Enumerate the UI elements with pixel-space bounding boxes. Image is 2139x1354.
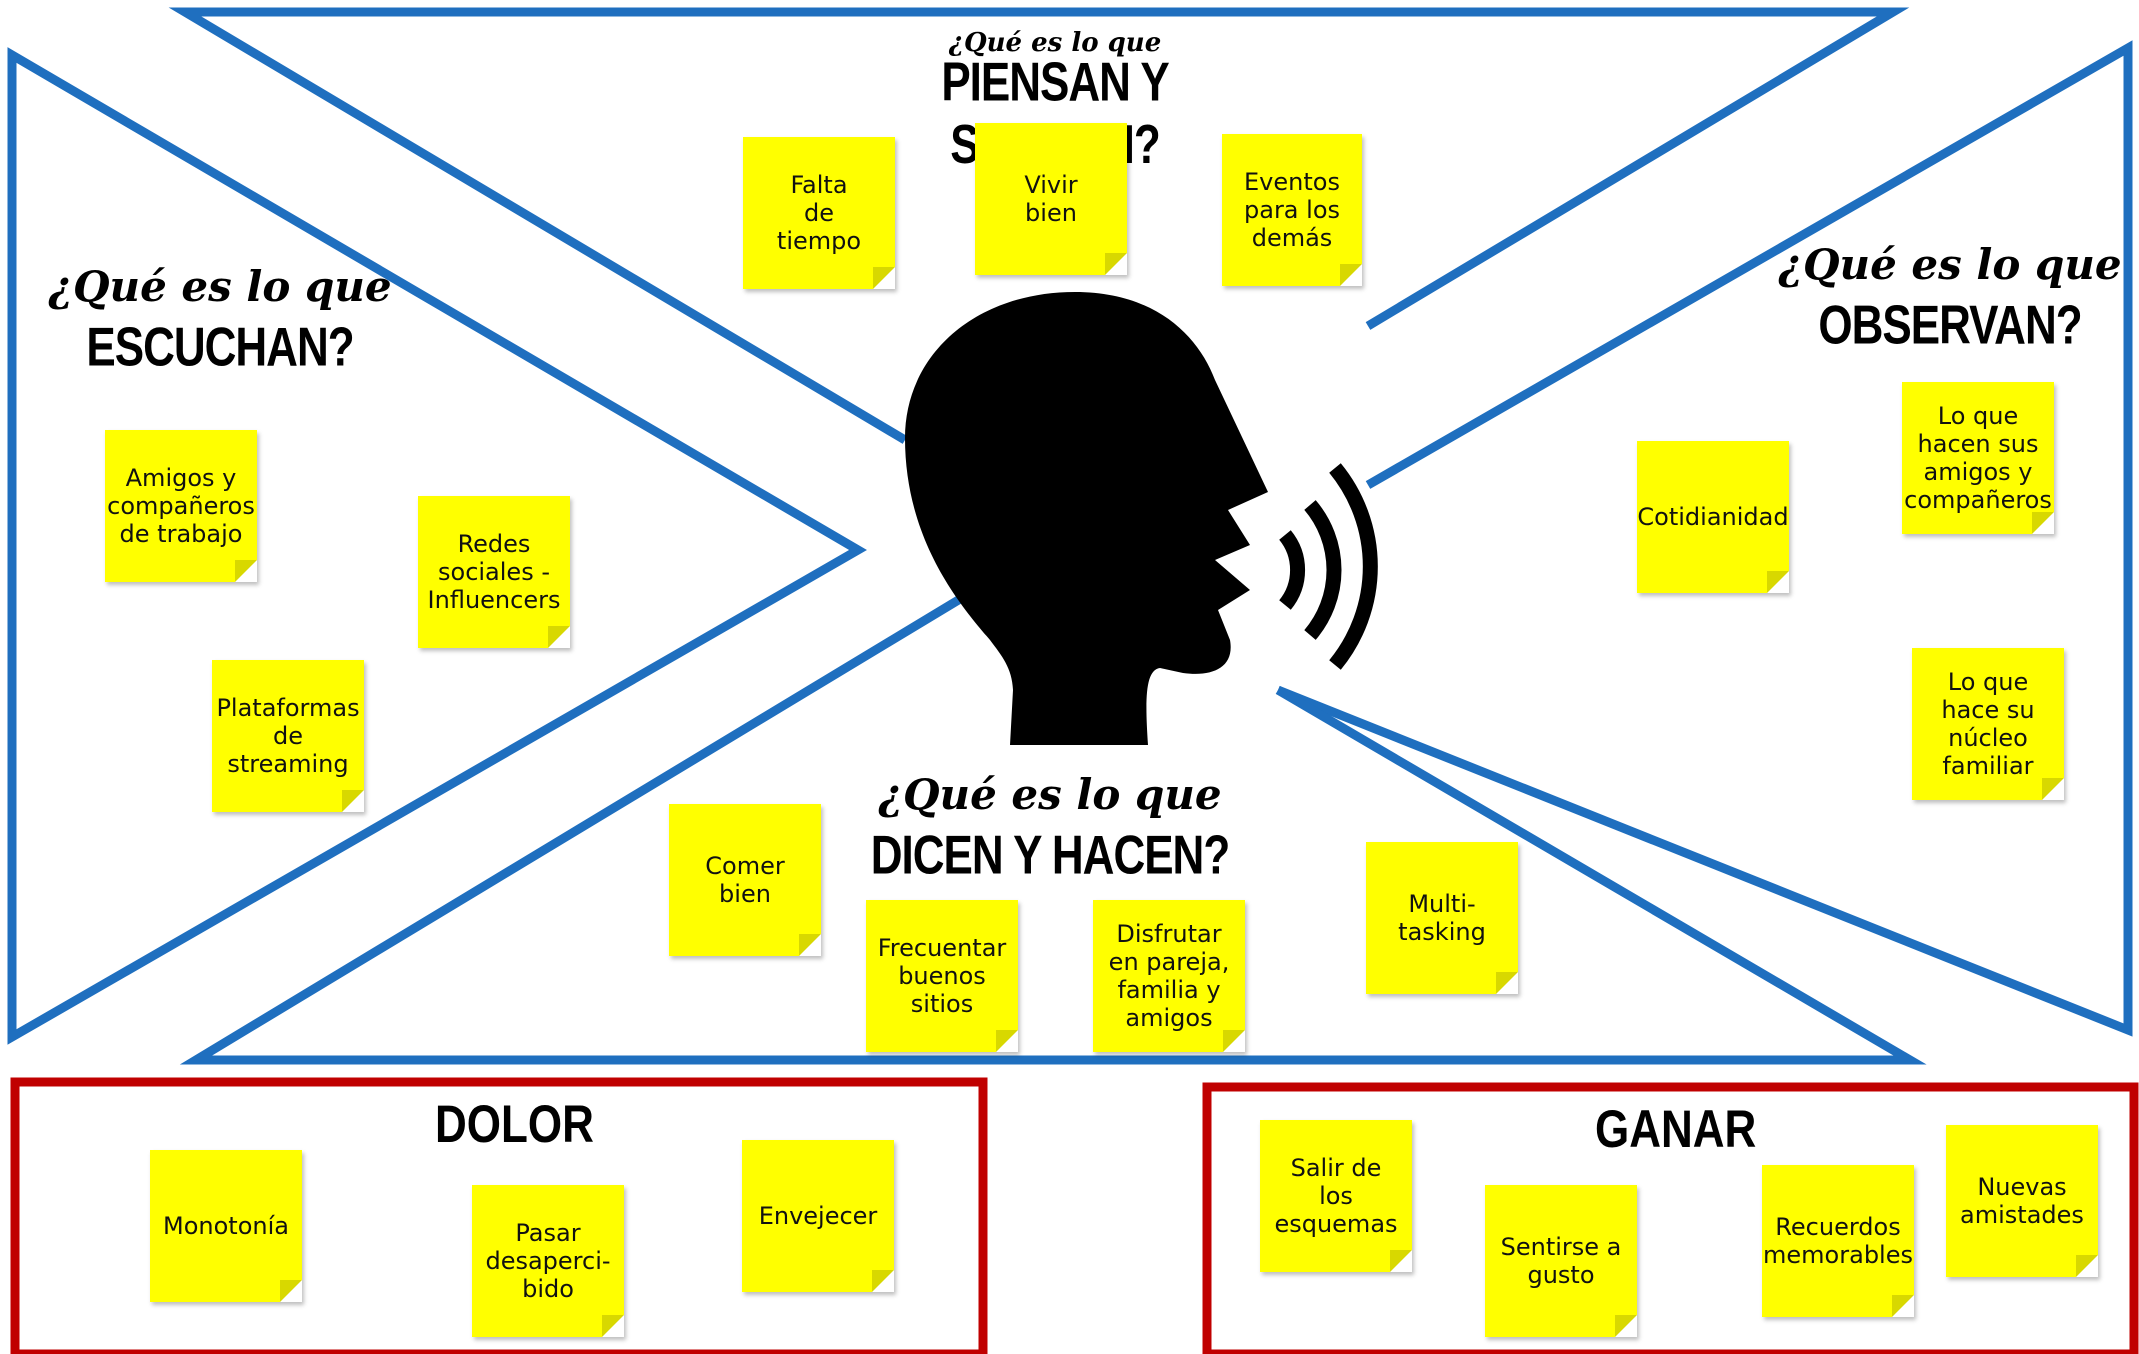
sticky-note: Vivir bien [975,123,1127,275]
sticky-note: Eventos para los demás [1222,134,1362,286]
escuchan-title: ESCUCHAN? [86,316,354,378]
ganar-title: GANAR [1595,1100,1757,1159]
escuchan-header: ¿Qué es lo que ESCUCHAN? [40,262,400,378]
sticky-note: Salir de los esquemas [1260,1120,1412,1272]
sticky-note: Pasar desaperci- bido [472,1185,624,1337]
dicen-header: ¿Qué es lo que DICEN Y HACEN? [865,770,1235,886]
observan-title: OBSERVAN? [1818,294,2082,356]
dicen-title: DICEN Y HACEN? [870,824,1230,886]
dolor-box-border [10,1077,988,1354]
sticky-note: Recuerdos memorables [1762,1165,1914,1317]
observan-header: ¿Qué es lo que OBSERVAN? [1770,240,2130,356]
sticky-note: Falta de tiempo [743,137,895,289]
dolor-title: DOLOR [435,1095,594,1154]
sticky-note: Nuevas amistades [1946,1125,2098,1277]
sticky-note: Frecuentar buenos sitios [866,900,1018,1052]
observan-question: ¿Qué es lo que [1778,240,2122,289]
sticky-note: Disfrutar en pareja, familia y amigos [1093,900,1245,1052]
sticky-note: Monotonía [150,1150,302,1302]
top-section-border [168,7,1910,444]
sticky-note: Plataformas de streaming [212,660,364,812]
left-section-border [7,47,867,1045]
sticky-note: Comer bien [669,804,821,956]
right-section-border [1276,40,2133,1037]
ganar-box-border [1202,1082,2139,1354]
sticky-note: Lo que hacen sus amigos y compañeros [1902,382,2054,534]
sticky-note: Envejecer [742,1140,894,1292]
piensan-question: ¿Qué es lo que [948,28,1162,58]
sticky-note: Amigos y compañeros de trabajo [105,430,257,582]
sticky-note: Cotidianidad [1637,441,1789,593]
escuchan-question: ¿Qué es lo que [48,262,392,311]
speaking-head-icon [905,292,1378,745]
sticky-note: Redes sociales - Influencers [418,496,570,648]
sticky-note: Sentirse a gusto [1485,1185,1637,1337]
sticky-note: Lo que hace su núcleo familiar [1912,648,2064,800]
bottom-section-border [179,586,1927,1065]
sticky-note: Multi- tasking [1366,842,1518,994]
dicen-question: ¿Qué es lo que [878,770,1222,819]
